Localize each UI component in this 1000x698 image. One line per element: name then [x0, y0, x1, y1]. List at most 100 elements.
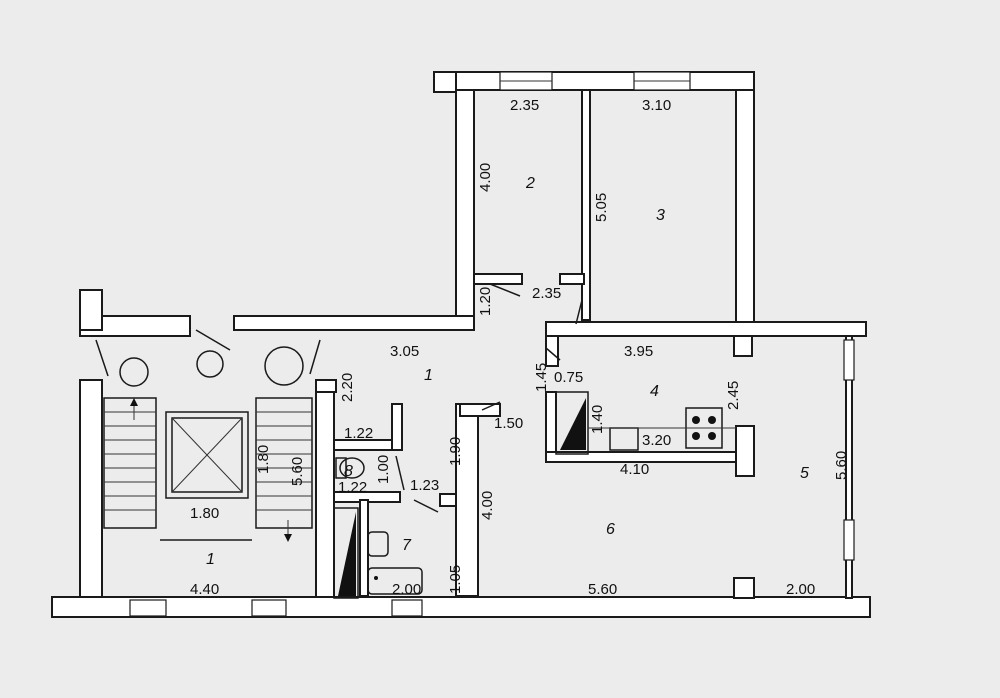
- vent-shaft-bath-fill: [338, 512, 356, 596]
- dim-1-45: 1.45: [533, 363, 550, 392]
- wall-stair-right: [315, 379, 335, 606]
- stairwell: [95, 329, 321, 542]
- window-loggia-top: [843, 339, 855, 381]
- door-stair-right: [309, 339, 321, 375]
- windows: [129, 71, 855, 617]
- dim-stair-height: 5.60: [289, 457, 306, 486]
- window-stair-1: [129, 599, 167, 617]
- dim-r3-length: 5.05: [593, 193, 610, 222]
- wall-left-room2: [455, 89, 475, 323]
- vent-shaft-kitchen: [555, 391, 589, 455]
- dim-corridor-top: 3.05: [390, 343, 419, 360]
- dim-r6-width: 5.60: [588, 581, 617, 598]
- vent-shaft-kitchen-fill: [560, 398, 586, 450]
- dim-stair-total: 4.40: [190, 581, 219, 598]
- room-number-loggia: 5: [800, 465, 809, 482]
- dim-loggia-length: 5.60: [833, 451, 850, 480]
- dim-stair-depth: 1.80: [255, 445, 272, 474]
- dim-r3-width: 3.10: [642, 97, 671, 114]
- room-number-kitchen: 4: [650, 383, 659, 400]
- wall-kitchen-top: [545, 321, 867, 337]
- door-bath: [413, 499, 439, 513]
- dimension-labels: 2.35 4.00 2.35 3.10 5.05 3.05 1.20 2.20 …: [190, 97, 850, 598]
- washbasin: [367, 531, 389, 557]
- doors: [395, 283, 583, 513]
- dim-corridor-left: 2.20: [339, 373, 356, 402]
- dim-kitchen-counter: 3.20: [642, 432, 671, 449]
- dim-0-75: 0.75: [554, 369, 583, 386]
- elevator-shaft: [165, 411, 249, 499]
- dim-kitchen-top: 3.95: [624, 343, 653, 360]
- wall-room2-bottom-right: [559, 273, 585, 285]
- door-stair-left: [95, 339, 109, 377]
- elevator-car: [171, 417, 243, 493]
- dim-1-40: 1.40: [589, 405, 606, 434]
- stair-flight-left: [103, 397, 157, 529]
- window-bath: [391, 599, 423, 617]
- wall-kitchen-left-stub: [545, 335, 559, 367]
- dim-1-23: 1.23: [410, 477, 439, 494]
- door-room3: [575, 299, 583, 325]
- dim-1-90: 1.90: [447, 437, 464, 466]
- toilet-bowl: [339, 457, 365, 479]
- dim-elevator-width: 1.80: [190, 505, 219, 522]
- dim-loggia-width: 2.00: [786, 581, 815, 598]
- dim-kitchen-side: 2.45: [725, 381, 742, 410]
- vent-shaft-bath: [333, 507, 359, 599]
- window-stair-2: [251, 599, 287, 617]
- wall-stair-left: [79, 379, 103, 606]
- dim-toilet-height: 1.00: [375, 455, 392, 484]
- toilet-tank: [335, 457, 347, 479]
- wall-stair-right-cap: [315, 379, 337, 393]
- lobby-column-1: [119, 357, 149, 387]
- wall-kitchen-right-post: [735, 425, 755, 477]
- dim-bath-width: 2.00: [392, 581, 421, 598]
- lobby-column-3: [264, 346, 304, 386]
- door-kitchen: [545, 347, 561, 361]
- room-numbers: 1 1 2 3 4 5 6 7 8: [206, 175, 809, 568]
- room-number-corridor: 1: [424, 367, 433, 384]
- door-room6: [481, 401, 501, 411]
- dim-kitchen-bottom: 4.10: [620, 461, 649, 478]
- fixtures: [333, 391, 736, 599]
- wall-toilet-right: [391, 403, 403, 451]
- dim-toilet-bottom: 1.22: [338, 479, 367, 496]
- wall-between-2-3: [581, 89, 591, 321]
- wall-right-room3: [735, 89, 755, 329]
- wall-corridor-top: [233, 315, 475, 331]
- dim-r2-width: 2.35: [510, 97, 539, 114]
- stair-down-arrow: [284, 534, 292, 542]
- stair-treads: [104, 411, 312, 511]
- window-loggia-bottom: [843, 519, 855, 561]
- wall-kitchen-left: [545, 391, 557, 459]
- door-room2: [489, 283, 521, 297]
- wall-kitchen-post: [733, 335, 753, 357]
- room-number-6: 6: [606, 521, 615, 538]
- wall-top-rooms: [433, 71, 755, 91]
- wall-stair-corner: [79, 289, 103, 331]
- lobby-column-2: [196, 350, 224, 378]
- room-number-3: 3: [656, 207, 665, 224]
- dim-toilet-top: 1.22: [344, 425, 373, 442]
- wall-bottom: [51, 596, 871, 618]
- room-number-2: 2: [525, 175, 535, 192]
- stair-up-arrow: [130, 398, 138, 406]
- door-toilet: [395, 455, 405, 491]
- dim-bath-height: 1.05: [447, 565, 464, 594]
- dim-corridor-neck: 1.20: [477, 287, 494, 316]
- wall-bath-left: [359, 499, 369, 597]
- dim-r2-length: 4.00: [477, 163, 494, 192]
- wall-loggia-right: [845, 335, 853, 599]
- door-apartment-entry: [195, 329, 231, 351]
- dim-1-50: 1.50: [494, 415, 523, 432]
- wall-room2-bottom-left: [473, 273, 523, 285]
- room-number-bath: 7: [402, 537, 412, 554]
- dim-r6-height: 4.00: [479, 491, 496, 520]
- dim-r2-bottom: 2.35: [532, 285, 561, 302]
- wall-top-left-cap: [433, 71, 457, 93]
- room-number-toilet: 8: [344, 463, 353, 480]
- room-number-stair: 1: [206, 551, 215, 568]
- stair-flight-right: [255, 397, 313, 529]
